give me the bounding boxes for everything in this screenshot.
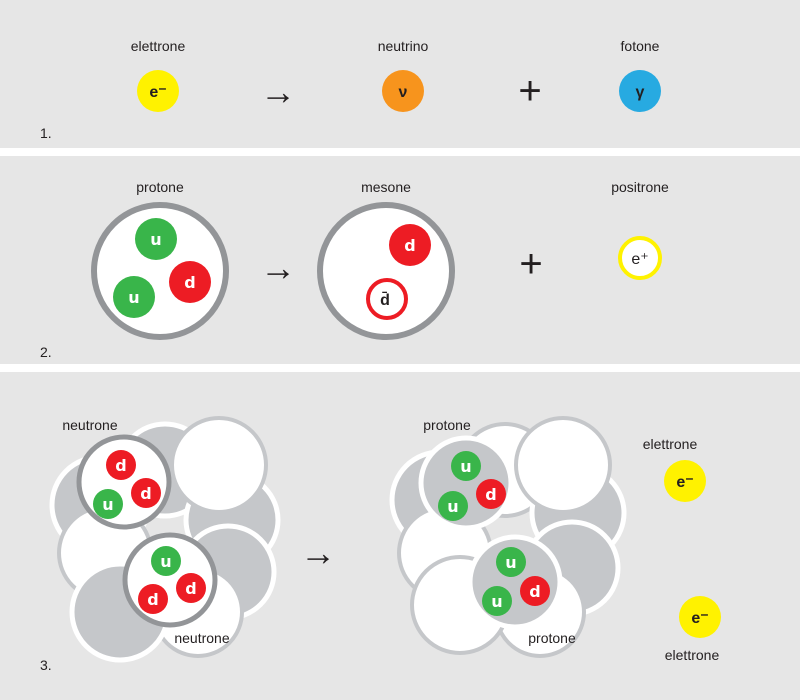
photon-label: fotone	[621, 38, 660, 54]
meson-label: mesone	[361, 179, 411, 195]
neutrino-particle	[382, 70, 424, 112]
up-quark	[482, 586, 512, 616]
up-quark	[93, 489, 123, 519]
electron-particle	[137, 70, 179, 112]
neutrino-label: neutrino	[378, 38, 429, 54]
quark-label: u	[491, 592, 502, 611]
proton-label: protone	[423, 417, 471, 433]
proton-label: protone	[136, 179, 184, 195]
down-quark	[106, 450, 136, 480]
arrow-icon: →	[300, 532, 336, 573]
up-quark	[151, 546, 181, 576]
quark-label: u	[128, 288, 139, 307]
electron-symbol: e⁻	[676, 474, 693, 491]
step-number: 1.	[40, 125, 52, 141]
up-quark	[496, 547, 526, 577]
neutron-label: neutrone	[174, 630, 229, 646]
divider	[0, 148, 800, 156]
plus-icon: +	[518, 69, 541, 113]
down-quark	[389, 224, 431, 266]
electron-particle	[679, 596, 721, 638]
nucleus-after: u d u u d u protone protone	[389, 416, 627, 658]
quark-label: u	[505, 553, 516, 572]
electron-label: elettrone	[131, 38, 186, 54]
electron-symbol: e⁻	[691, 610, 708, 627]
photon-symbol: γ	[636, 84, 645, 101]
up-quark	[451, 451, 481, 481]
antiquark-label: d̄	[380, 290, 390, 309]
divider	[0, 364, 800, 372]
photon-particle	[619, 70, 661, 112]
quark-label: d	[529, 582, 540, 601]
down-quark	[138, 584, 168, 614]
step-number: 2.	[40, 344, 52, 360]
positron-label: positrone	[611, 179, 669, 195]
quark-label: d	[147, 590, 158, 609]
step-number: 3.	[40, 657, 52, 673]
nucleus-before: d d u u d d neutrone neutrone	[49, 416, 281, 663]
electron-label: elettrone	[665, 647, 720, 663]
down-quark	[176, 573, 206, 603]
quark-label: u	[460, 457, 471, 476]
down-quark	[131, 478, 161, 508]
quark-label: u	[447, 497, 458, 516]
up-quark	[135, 218, 177, 260]
positron-particle	[618, 236, 662, 280]
arrow-icon: →	[260, 71, 296, 112]
panel-1: elettrone e⁻ → neutrino ν + fotone γ 1.	[40, 38, 661, 141]
electron-symbol: e⁻	[149, 84, 166, 101]
nucleon	[514, 416, 612, 514]
neutron-label: neutrone	[62, 417, 117, 433]
neutrino-symbol: ν	[399, 84, 408, 101]
proton-label: protone	[528, 630, 576, 646]
quark-label: d	[404, 236, 415, 255]
quark-label: d	[185, 579, 196, 598]
up-quark	[438, 491, 468, 521]
quark-label: d	[140, 484, 151, 503]
anti-down-quark	[366, 278, 408, 320]
quark-label: d	[184, 273, 195, 292]
electron-label: elettrone	[643, 436, 698, 452]
down-quark	[520, 576, 550, 606]
quark-label: d	[485, 485, 496, 504]
quark-label: u	[150, 230, 161, 249]
panel-2: protone u u d → mesone d d̄ + positrone …	[40, 179, 669, 360]
arrow-icon: →	[260, 247, 296, 288]
plus-icon: +	[519, 242, 542, 286]
electron-particle	[664, 460, 706, 502]
quark-label: d	[115, 456, 126, 475]
nucleon	[170, 416, 268, 514]
down-quark	[169, 261, 211, 303]
positron-symbol: e⁺	[631, 251, 648, 268]
quark-label: u	[160, 552, 171, 571]
quark-label: u	[102, 495, 113, 514]
up-quark	[113, 276, 155, 318]
down-quark	[476, 479, 506, 509]
